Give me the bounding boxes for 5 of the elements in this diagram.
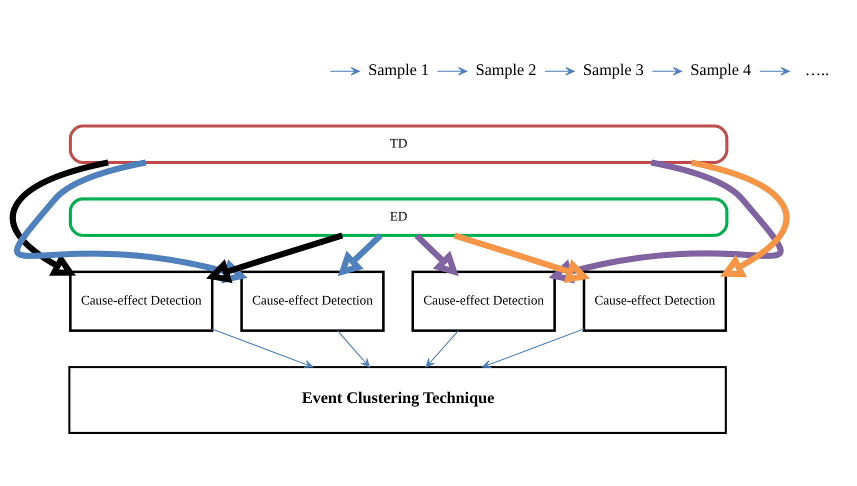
node-text: Sample 4 <box>690 61 752 80</box>
node-text: Sample 2 <box>476 61 536 80</box>
node-text: ….. <box>804 61 830 80</box>
node-text: Sample 1 <box>368 61 429 80</box>
node-text: Sample 3 <box>583 61 644 80</box>
